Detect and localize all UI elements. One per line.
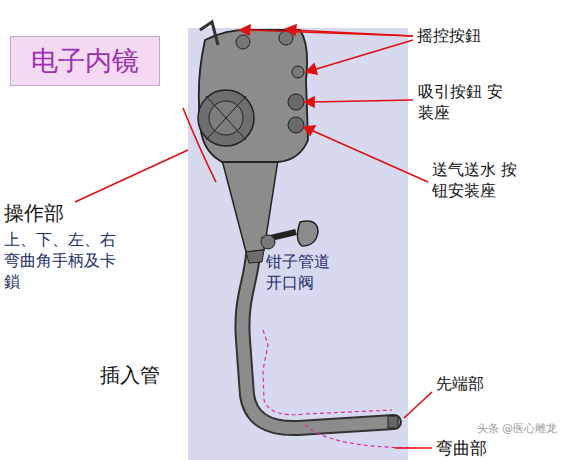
cable-stub bbox=[200, 22, 218, 45]
air-water-button-seat bbox=[288, 117, 304, 133]
knob-ridges bbox=[206, 96, 246, 140]
background-panel bbox=[188, 28, 408, 460]
title-box: 电子内镜 bbox=[10, 36, 160, 86]
dashed-outline bbox=[263, 330, 392, 415]
part-label: 摇控按鈕 bbox=[417, 26, 557, 47]
part-note: 上、下、左、右 弯曲角手柄及卡 鎖 bbox=[4, 230, 126, 292]
part-label: 钳子管道 开口阀 bbox=[266, 252, 346, 294]
control-body bbox=[199, 30, 308, 162]
remote-button bbox=[292, 66, 304, 78]
part-label: 操作部 bbox=[4, 200, 124, 226]
part-label: 先端部 bbox=[436, 374, 526, 395]
grip-end bbox=[246, 250, 264, 263]
valve-cap bbox=[297, 221, 318, 246]
suction-button-seat bbox=[288, 94, 304, 110]
insertion-tube bbox=[242, 255, 394, 428]
part-label: 吸引按鈕 安装座 bbox=[418, 82, 508, 124]
remote-button bbox=[236, 35, 250, 49]
valve-port bbox=[261, 235, 275, 249]
angle-knob bbox=[198, 90, 254, 146]
watermark: 头条 @医心雕龙 bbox=[477, 422, 558, 436]
diagram-title: 电子内镜 bbox=[31, 43, 139, 79]
insertion-tube-outline bbox=[242, 255, 394, 428]
part-label: 弯曲部 bbox=[436, 437, 526, 459]
dashed-outline bbox=[305, 425, 420, 448]
leader-lines bbox=[75, 25, 432, 448]
distal-tip bbox=[388, 416, 398, 428]
part-label: 送气送水 按钮安装座 bbox=[432, 160, 532, 202]
part-label: 插入管 bbox=[100, 362, 190, 388]
grip bbox=[222, 160, 278, 252]
